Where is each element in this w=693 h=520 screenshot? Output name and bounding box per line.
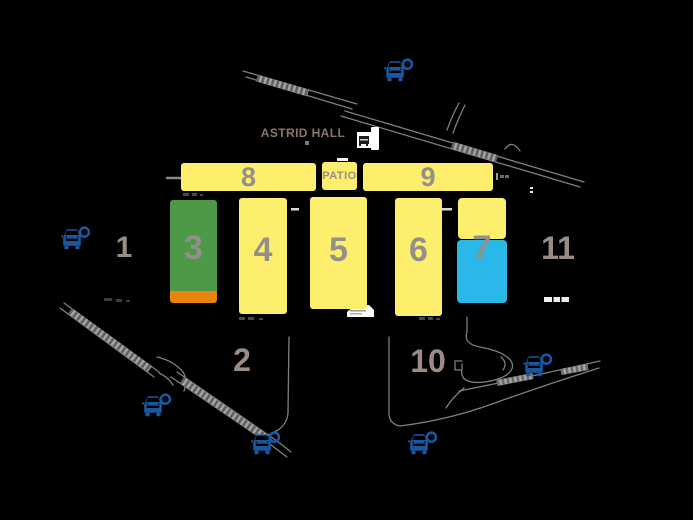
hall-3 [170,200,217,291]
patio-label: PATIO [322,169,357,182]
hall-7-upper [458,198,506,239]
station-entrance-icon [357,127,379,150]
car-access-icon [142,393,172,418]
hall-6-label: 6 [409,230,428,269]
hall-5-label: 5 [329,230,348,269]
zone-1-label: 1 [115,231,133,264]
hall-3-annex [170,291,217,303]
zone-2-label: 2 [233,342,251,378]
hall-8-label: 8 [240,161,257,192]
hall-4-label: 4 [253,231,273,269]
zone-11-label: 11 [541,230,575,266]
hall-8 [181,163,316,191]
hall-9-label: 9 [420,161,436,192]
hall-7-label: 7 [472,228,492,267]
car-access-icon [523,353,553,378]
hall-4 [239,198,287,314]
hall-9 [363,163,493,191]
map-marks [104,127,569,320]
astrid-hall-label: ASTRID HALL [260,126,346,140]
hall-5 [310,197,367,309]
car-access-icon [251,431,281,456]
hall-patio [322,162,357,190]
hall-3-label: 3 [184,228,203,267]
small-platform-shape [544,297,569,302]
zone-10-label: 10 [410,343,446,379]
car-access-icon [384,58,414,83]
railway-hatch [67,74,589,441]
hall-7-lower [457,240,507,303]
car-access-icon [408,431,438,456]
hall-6 [395,198,442,316]
car-access-icon [61,226,91,251]
